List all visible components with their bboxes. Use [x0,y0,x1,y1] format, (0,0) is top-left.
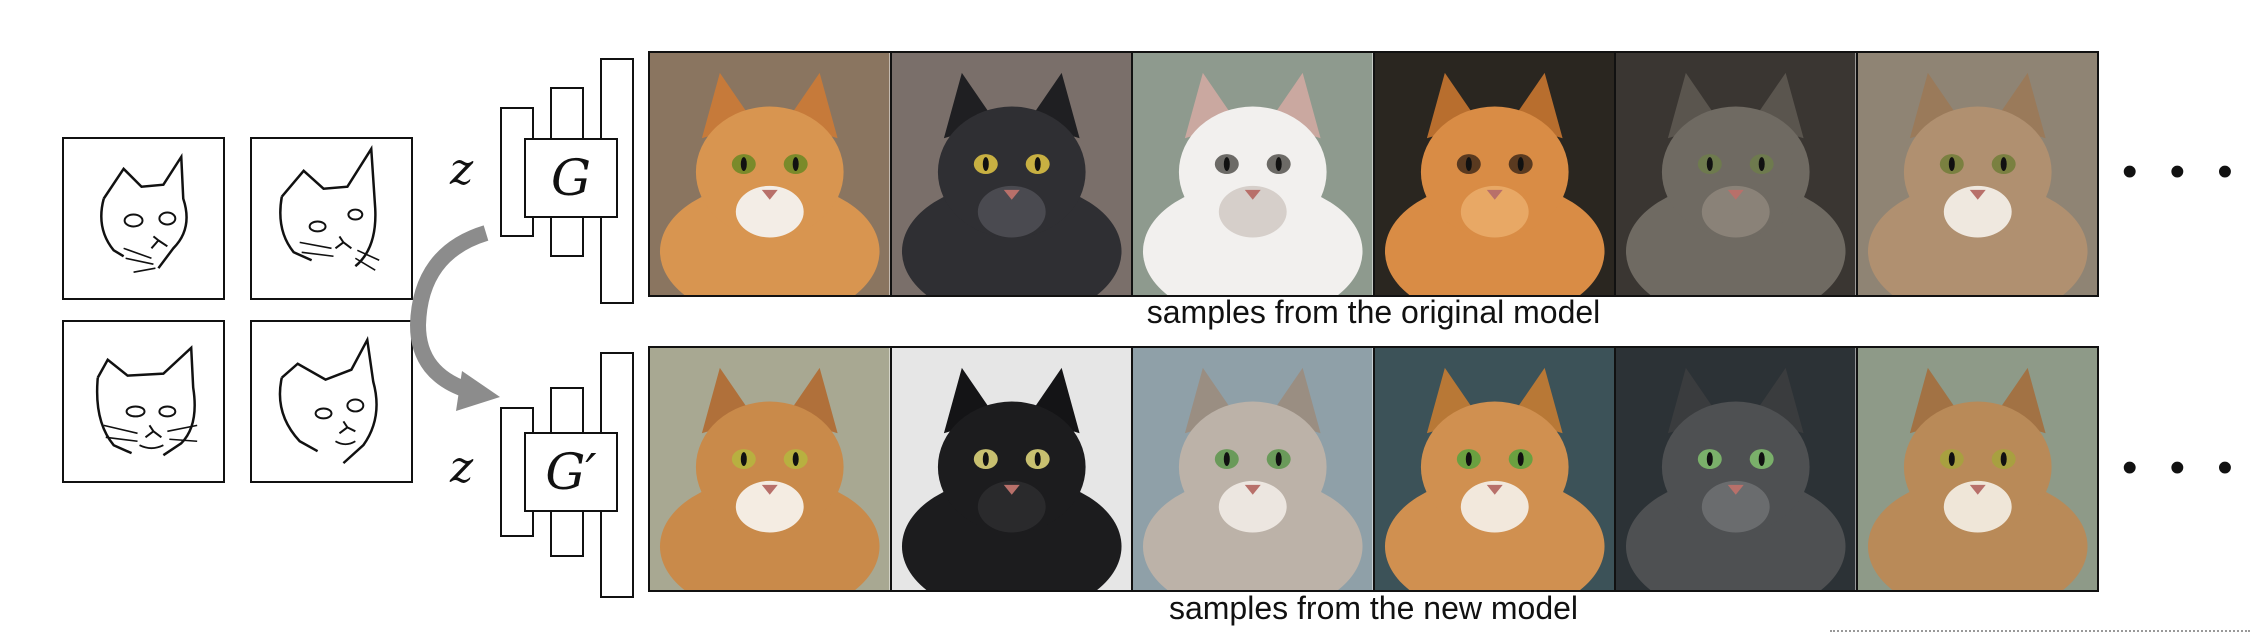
sketch-tile-3 [62,320,225,483]
curved-arrow-icon [409,225,500,411]
cat-sample-original-6 [1857,53,2097,295]
cat-sample-new-6 [1857,348,2097,590]
cat-sample-original-5 [1616,53,1858,295]
cat-sample-original-3 [1133,53,1375,295]
generator-original: G [498,58,636,304]
caption-new-model: samples from the new model [1168,590,1579,626]
sketch-tile-2 [250,137,413,300]
generator-label-G-prime: G′ [524,432,618,512]
cat-sample-new-5 [1616,348,1858,590]
cat-sketch-icon [279,145,380,271]
sample-strip-original [648,51,2099,297]
ellipsis-bottom: • • • [2122,443,2243,492]
cat-sample-new-2 [891,348,1133,590]
cat-sample-new-4 [1374,348,1616,590]
cat-sketch-icon [278,335,378,465]
generator-label-G: G [524,138,618,218]
generator-new: G′ [498,352,636,598]
divider [1830,630,2250,632]
ellipsis-top: • • • [2122,147,2243,196]
cat-sample-original-4 [1374,53,1616,295]
caption-original-model: samples from the original model [1146,294,1601,330]
cat-sample-new-1 [650,348,892,590]
sketch-tile-1 [62,137,225,300]
sketch-tile-4 [250,320,413,483]
latent-z-label-bottom: z [450,442,474,493]
cat-sample-original-1 [650,53,892,295]
latent-z-label-top: z [450,144,474,195]
cat-sample-new-3 [1133,348,1375,590]
cat-sketch-icon [95,345,198,457]
cat-sketch-icon [100,152,188,273]
sample-strip-new [648,346,2099,592]
cat-sample-original-2 [891,53,1133,295]
